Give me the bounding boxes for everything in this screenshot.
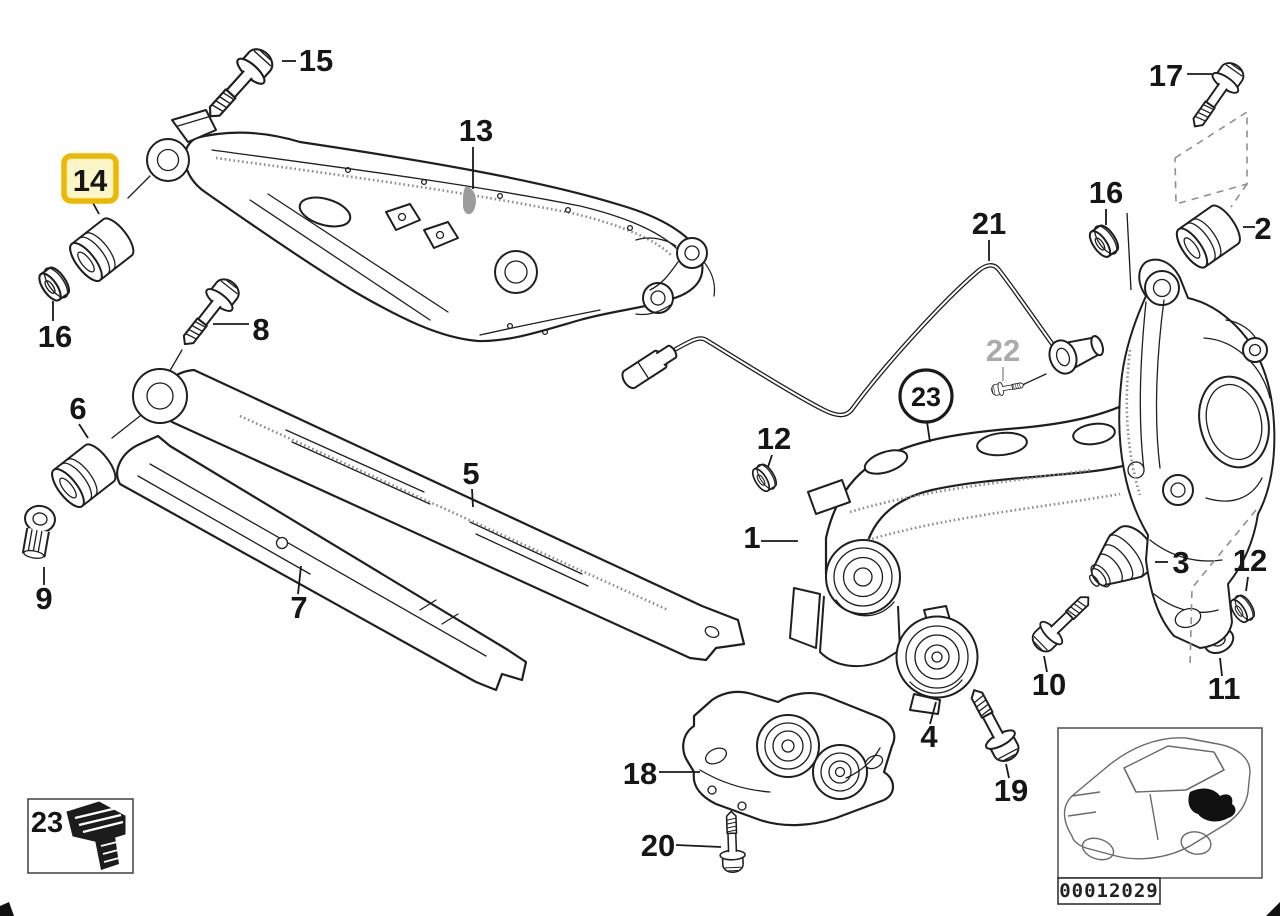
label-circle-23[interactable] — [898, 368, 954, 424]
drawing-bolt-10 — [1025, 585, 1100, 659]
leader-line-11-0 — [1219, 657, 1223, 677]
drawing-knuckle — [1118, 258, 1276, 649]
inset-sensor-box: 23 — [27, 798, 134, 874]
inset-part-label[interactable]: 23 — [31, 807, 63, 839]
leader-line-5-0 — [471, 488, 474, 508]
drawing-bushing-2 — [1170, 200, 1247, 274]
leader-line-23-0 — [926, 421, 931, 443]
part-label-12[interactable]: 12 — [757, 421, 791, 456]
drawing-cover-7 — [116, 434, 528, 692]
part-label-5[interactable]: 5 — [462, 456, 479, 491]
drawing-screw-22 — [990, 377, 1026, 398]
leader-line-19-0 — [1005, 763, 1010, 779]
part-label-14[interactable]: 14 — [73, 163, 108, 198]
drawing-number: 00012029 — [1059, 880, 1159, 902]
part-label-6[interactable]: 6 — [69, 391, 86, 426]
part-label-10[interactable]: 10 — [1032, 667, 1066, 702]
leader-line-20-0 — [675, 844, 722, 848]
part-label-9[interactable]: 9 — [35, 581, 52, 616]
part-label-22[interactable]: 22 — [986, 333, 1020, 368]
leader-line-6-0 — [78, 423, 89, 439]
drawing-bracket-18 — [682, 690, 896, 827]
drawing-arm-13 — [127, 109, 704, 343]
drawing-stud-9 — [21, 504, 56, 559]
leader-line-7-0 — [297, 565, 302, 595]
drawing-connector — [621, 344, 678, 390]
drawing-bolt-17 — [1181, 56, 1251, 137]
drawing-abs-wire-21 — [673, 263, 1061, 418]
part-label-17[interactable]: 17 — [1149, 58, 1183, 93]
part-label-1[interactable]: 1 — [743, 520, 760, 555]
part-label-21[interactable]: 21 — [972, 206, 1006, 241]
drawing-trailing-arm-1 — [789, 378, 1190, 668]
leader-line-14-0 — [92, 202, 100, 215]
part-label-16[interactable]: 16 — [38, 319, 72, 354]
inset-sensor-art — [66, 801, 126, 870]
part-label-23[interactable]: 23 — [911, 382, 941, 412]
leader-line-4-0 — [929, 701, 937, 725]
construction-dashed-line-1 — [1230, 183, 1248, 208]
corner-mark-right — [1266, 902, 1280, 916]
part-label-3[interactable]: 3 — [1172, 545, 1189, 580]
part-label-19[interactable]: 19 — [994, 773, 1028, 808]
drawing-abs-sensor — [1019, 335, 1104, 387]
highlight-box-14 — [61, 153, 119, 204]
part-label-2[interactable]: 2 — [1254, 211, 1271, 246]
leader-line-12-0 — [767, 454, 773, 468]
drawing-nut-12-left — [748, 460, 781, 496]
part-label-15[interactable]: 15 — [299, 43, 333, 78]
drawing-bolt-20 — [717, 810, 747, 874]
drawing-number-frame — [1057, 877, 1161, 905]
leader-line-10-0 — [1043, 655, 1048, 673]
construction-line-0 — [1126, 212, 1132, 291]
drawing-nut-16-right — [1084, 220, 1124, 263]
drawing-subframe-links — [635, 237, 716, 316]
part-label-4[interactable]: 4 — [920, 719, 938, 754]
car-axle-marker — [1188, 788, 1236, 822]
part-label-11[interactable]: 11 — [1208, 671, 1241, 706]
part-label-7[interactable]: 7 — [290, 590, 307, 625]
car-sketch — [1063, 737, 1251, 861]
drawing-bushing-6 — [45, 438, 122, 513]
part-label-16b[interactable]: 16 — [1089, 175, 1123, 210]
corner-mark-left — [0, 902, 14, 916]
part-label-8[interactable]: 8 — [252, 312, 269, 347]
part-label-20[interactable]: 20 — [641, 828, 675, 863]
drawing-arm-5 — [111, 368, 746, 662]
construction-lines — [1126, 110, 1257, 669]
drawing-bushing-4 — [895, 605, 979, 715]
part-label-13[interactable]: 13 — [459, 113, 493, 148]
construction-dashed-line-0 — [1174, 110, 1248, 206]
part-label-18[interactable]: 18 — [623, 756, 657, 791]
part-label-12b[interactable]: 12 — [1233, 543, 1267, 578]
drawing-nut-16-left — [33, 262, 75, 307]
leader-line-12b-0 — [1245, 576, 1249, 592]
drawing-bolt-19 — [959, 681, 1026, 768]
drawing-number-box: 00012029 — [1057, 877, 1161, 905]
inset-car-box — [1057, 727, 1263, 879]
drawing-bolt-15 — [196, 40, 281, 129]
drawing-bushing-14 — [63, 212, 140, 287]
